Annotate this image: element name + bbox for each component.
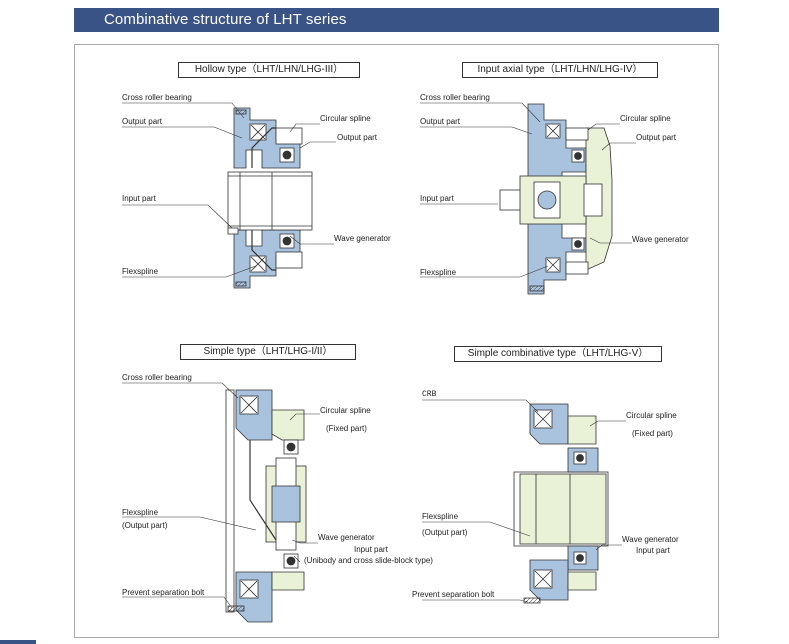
input-axial-label-output-part-right: Output part [636, 133, 677, 142]
simple-combinative-label-wave-generator: Wave generator [622, 535, 679, 544]
simple-label-cross-roller-bearing: Cross roller bearing [122, 373, 192, 382]
simple-label-prevent-separation-bolt: Prevent separation bolt [122, 588, 205, 597]
hollow-label-flexspline: Flexspline [122, 267, 159, 276]
hollow-type-title: Hollow type（LHT/LHN/LHG-III） [178, 62, 360, 78]
simple-combinative-label-output-part: (Output part) [422, 528, 468, 537]
content-frame [74, 44, 719, 638]
simple-label-wave-generator: Wave generator [318, 533, 375, 542]
simple-combinative-label-crb: CRB [422, 390, 437, 399]
input-axial-label-input-part: Input part [420, 194, 454, 203]
simple-label-circular-spline: Circular spline [320, 406, 371, 415]
simple-combinative-label-prevent-separation-bolt: Prevent separation bolt [412, 590, 495, 599]
simple-combinative-label-circular-spline: Circular spline [626, 411, 677, 420]
simple-label-input-part-note: (Unibody and cross slide-block type) [304, 556, 433, 565]
simple-label-fixed-part: (Fixed part) [326, 424, 367, 433]
simple-label-flexspline: Flexspline [122, 508, 159, 517]
simple-type-title: Simple type（LHT/LHG-I/II） [180, 344, 356, 360]
hollow-leaders [122, 102, 336, 278]
simple-combinative-label-flexspline: Flexspline [422, 512, 459, 521]
page-title: Combinative structure of LHT series [74, 8, 719, 32]
simple-combinative-leaders [422, 399, 626, 603]
simple-label-output-part: (Output part) [122, 521, 168, 530]
input-axial-label-flexspline: Flexspline [420, 268, 457, 277]
simple-combinative-label-input-part: Input part [636, 546, 670, 555]
hollow-label-cross-roller-bearing: Cross roller bearing [122, 93, 192, 102]
input-axial-type-title: Input axial type（LHT/LHN/LHG-IV） [462, 62, 658, 78]
hollow-label-circular-spline: Circular spline [320, 114, 371, 123]
simple-combinative-type-drawing [513, 403, 609, 604]
hollow-label-output-part-left: Output part [122, 117, 163, 126]
hollow-type-drawing [227, 107, 313, 289]
hollow-label-input-part: Input part [122, 194, 156, 203]
hollow-label-wave-generator: Wave generator [334, 234, 391, 243]
simple-combinative-label-fixed-part: (Fixed part) [632, 429, 673, 438]
input-axial-leaders [420, 102, 636, 278]
input-axial-label-wave-generator: Wave generator [632, 235, 689, 244]
input-axial-type-drawing [499, 103, 613, 295]
bottom-accent-bar [0, 640, 36, 644]
simple-type-drawing [225, 389, 307, 623]
input-axial-label-cross-roller-bearing: Cross roller bearing [420, 93, 490, 102]
simple-label-input-part: Input part [354, 545, 388, 554]
simple-combinative-type-title: Simple combinative type（LHT/LHG-V） [454, 346, 662, 362]
hollow-label-output-part-right: Output part [337, 133, 378, 142]
simple-leaders [122, 382, 320, 609]
input-axial-label-circular-spline: Circular spline [620, 114, 671, 123]
input-axial-label-output-part-left: Output part [420, 117, 461, 126]
